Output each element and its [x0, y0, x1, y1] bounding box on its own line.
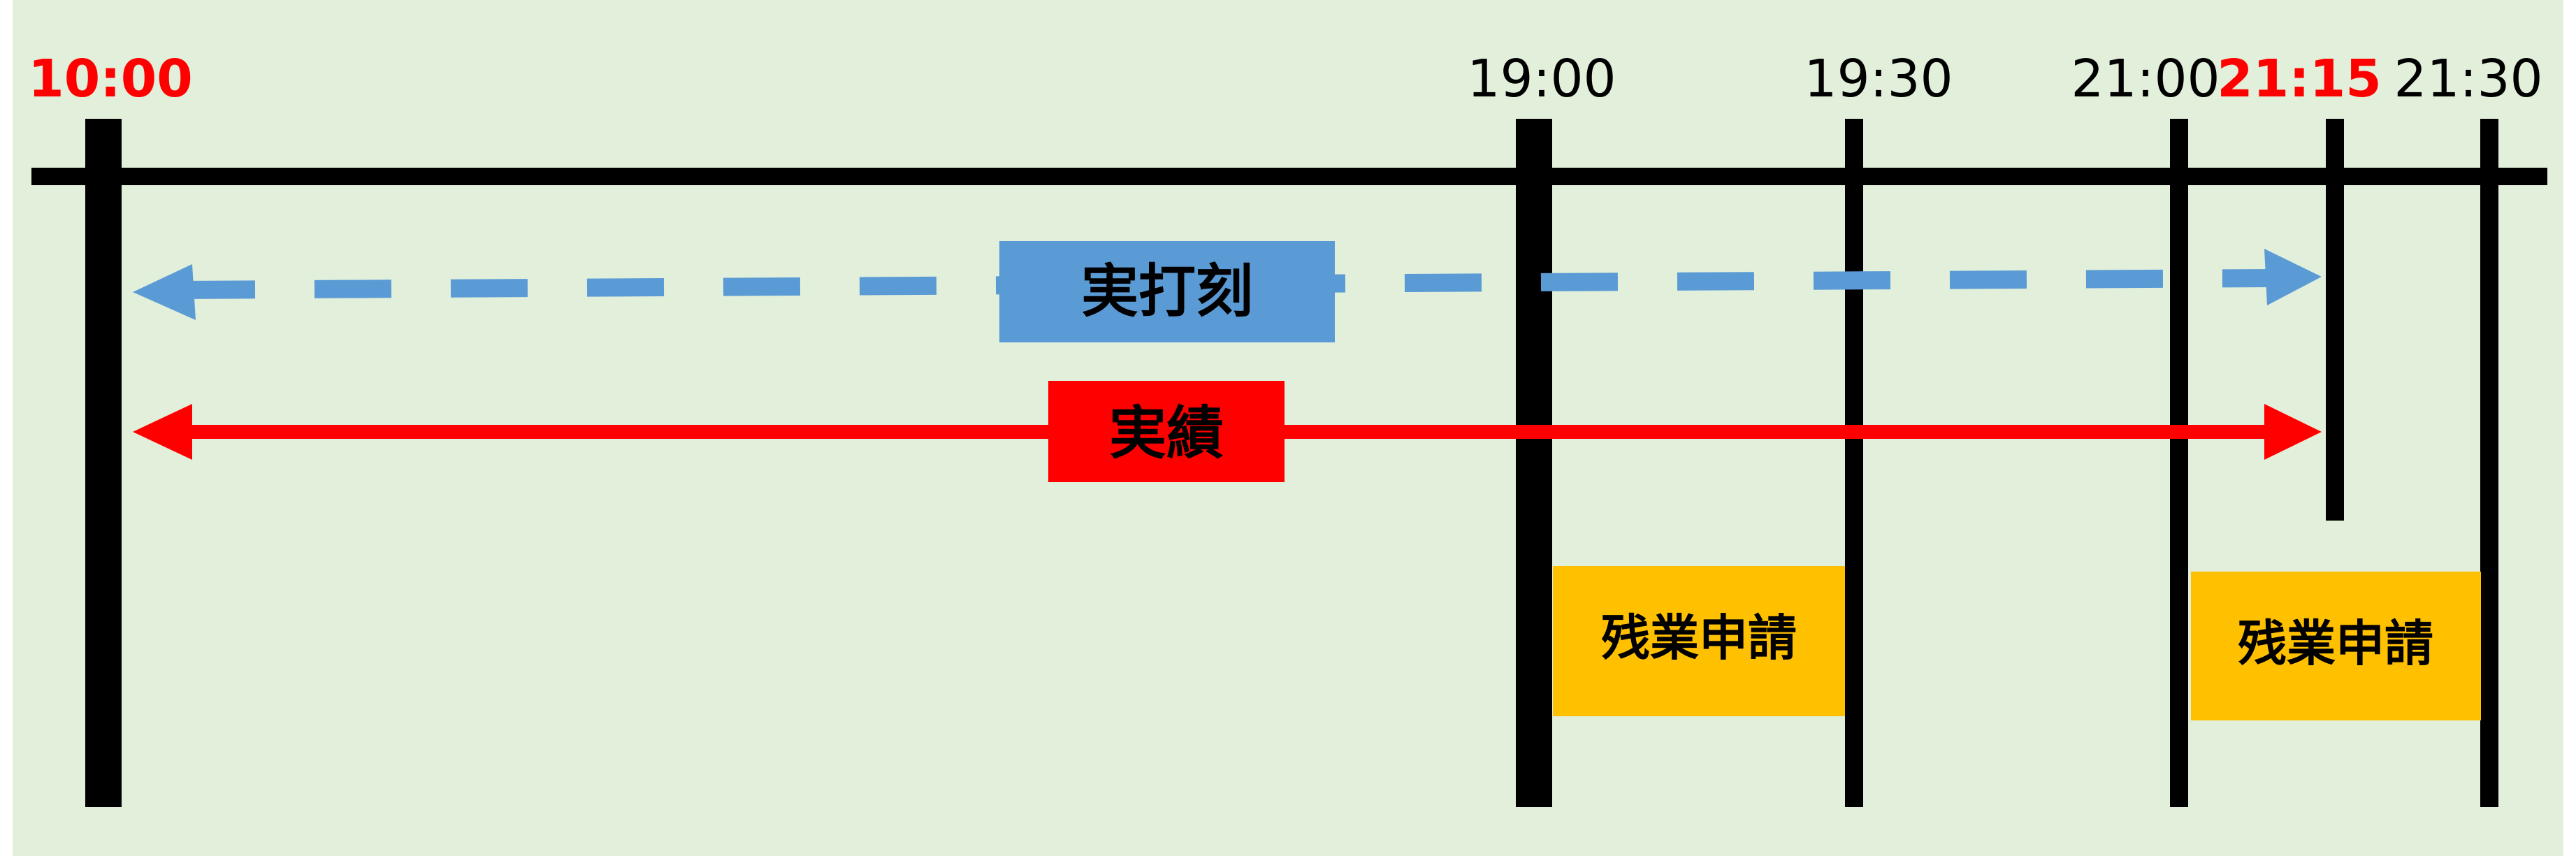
- actual-label-box: [1048, 381, 1285, 482]
- actual-arrowhead-right: [2264, 404, 2322, 460]
- overtime-request-19-00: 残業申請: [1553, 566, 1845, 716]
- tick-label-21-15: 21:15: [2217, 49, 2382, 109]
- punch-arrowhead-left: [133, 264, 196, 320]
- tick-label-21-30: 21:30: [2394, 49, 2542, 109]
- overtime-request-label: 残業申請: [1601, 609, 1797, 667]
- tick-line-10-00: [85, 119, 122, 807]
- punch-label-box: [999, 241, 1335, 342]
- overtime-request-label: 残業申請: [2238, 615, 2433, 672]
- actual-label: 実績: [1109, 400, 1224, 467]
- actual-arrowhead-left: [133, 404, 192, 460]
- tick-line-21-30: [2480, 119, 2498, 807]
- overtime-request-21-00: 残業申請: [2191, 572, 2481, 720]
- tick-label-19-00: 19:00: [1467, 49, 1616, 109]
- actual-span-arrow: 実績: [133, 381, 2322, 482]
- tick-label-21-00: 21:00: [2071, 49, 2220, 109]
- punch-arrowhead-right: [2264, 249, 2322, 305]
- overtime-request-box: [1553, 566, 1845, 716]
- punch-label: 実打刻: [1081, 259, 1253, 325]
- tick-line-21-00: [2170, 119, 2188, 807]
- time-axis: [31, 168, 2547, 185]
- tick-line-21-15: [2326, 119, 2344, 521]
- tick-label-19-30: 19:30: [1804, 49, 1953, 109]
- tick-label-10-00: 10:00: [28, 49, 193, 109]
- tick-line-19-30: [1845, 119, 1863, 807]
- punch-span-arrow: 実打刻: [133, 241, 2322, 342]
- punch-dashed-line: [178, 269, 2272, 299]
- overtime-request-box: [2191, 572, 2481, 720]
- tick-line-19-00: [1516, 119, 1552, 807]
